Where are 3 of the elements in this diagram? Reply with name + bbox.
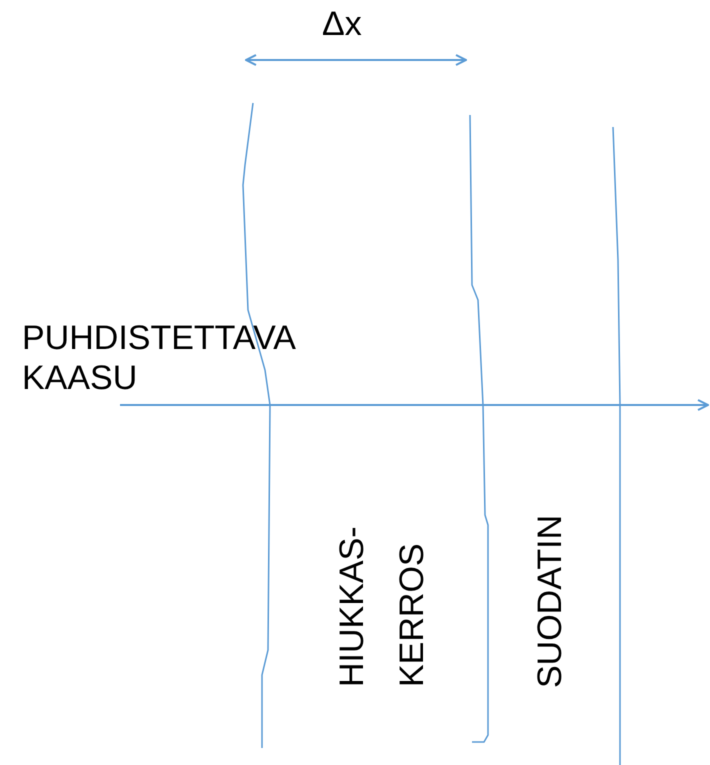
dimension-label: Δx xyxy=(322,4,363,44)
layer-label: HIUKKAS- KERROS xyxy=(332,525,432,687)
filter-label: SUODATIN xyxy=(530,514,570,688)
